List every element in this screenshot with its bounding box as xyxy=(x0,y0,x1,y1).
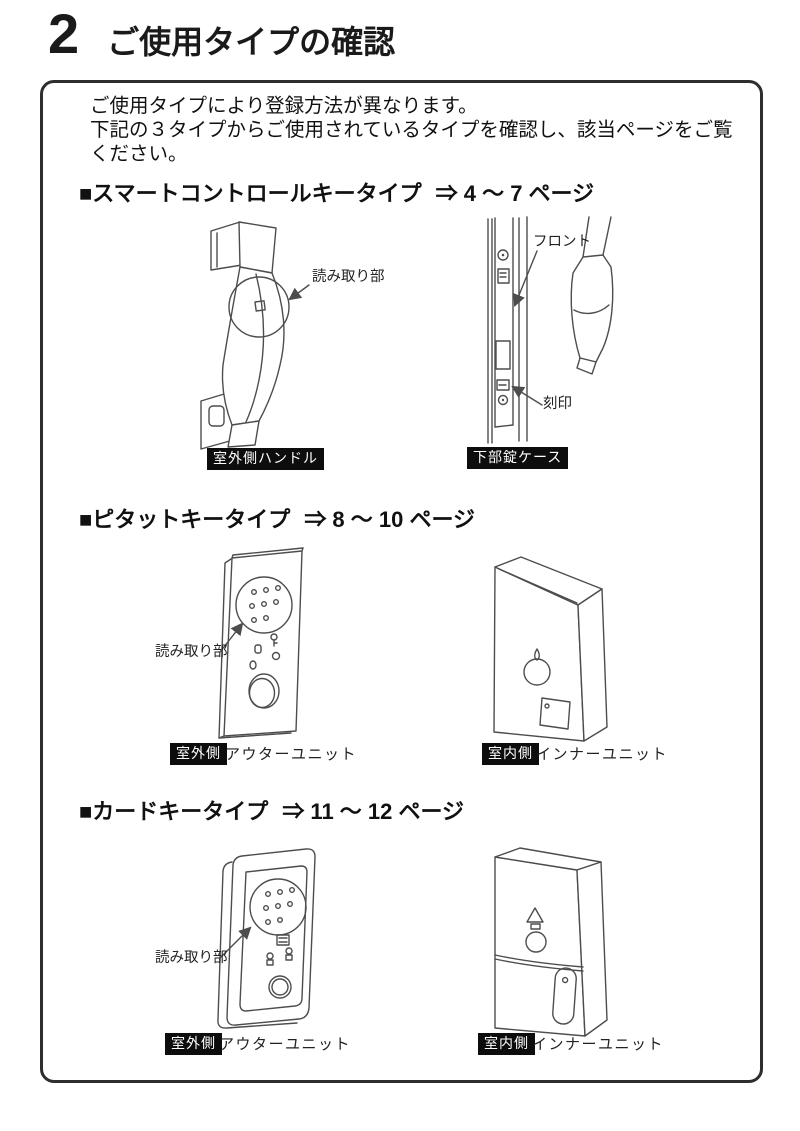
label-outdoor-side: 室外側 xyxy=(170,743,227,765)
callout-stamp: 刻印 xyxy=(543,396,572,412)
pitatto-figure-row: 読み取り部 室外側 アウターユニット 室内側 インナーユニット xyxy=(43,545,760,777)
card-outer-unit-drawing xyxy=(217,848,316,1029)
card-figure-row: 読み取り部 室外側 アウターユニット 室内側 インナーユニット xyxy=(43,840,760,1075)
label-outdoor-handle: 室外側ハンドル xyxy=(207,448,324,470)
intro-line-2: 下記の３タイプからご使用されているタイプを確認し、該当ページをご覧 xyxy=(90,119,733,141)
label-lower-lock-case: 下部錠ケース xyxy=(467,447,569,469)
label-indoor-side: 室内側 xyxy=(478,1033,535,1055)
intro-line-1: ご使用タイプにより登録方法が異なります。 xyxy=(90,95,478,117)
heading-card-pages: ⇒ 11 ～ 12 ページ xyxy=(282,799,465,824)
callout-front: フロント xyxy=(533,234,591,250)
label-outdoor-side: 室外側 xyxy=(165,1033,222,1055)
pitatto-outer-unit-drawing xyxy=(218,547,304,739)
outdoor-handle-drawing xyxy=(200,221,310,450)
square-bullet-icon: ■ xyxy=(79,507,93,532)
lower-lock-case-drawing xyxy=(487,216,614,444)
smart-control-figure-row: 読み取り部 フロント 刻印 室外側ハンドル 下部錠ケース xyxy=(43,215,760,480)
section-number: 2 xyxy=(48,2,79,65)
callout-reading-area: 読み取り部 xyxy=(155,644,228,660)
smart-control-illustration xyxy=(200,216,614,450)
content-box: ご使用タイプにより登録方法が異なります。 下記の３タイプからご使用されているタイ… xyxy=(40,80,763,1083)
label-indoor-side: 室内側 xyxy=(482,743,539,765)
label-outer-unit: アウターユニット xyxy=(225,746,358,763)
pitatto-inner-unit-drawing xyxy=(493,556,608,742)
pitatto-illustration xyxy=(218,547,608,742)
heading-smart-control-title: スマートコントロールキータイプ xyxy=(92,181,422,206)
square-bullet-icon: ■ xyxy=(79,799,93,824)
card-inner-unit-drawing xyxy=(494,847,608,1037)
callout-reading-area: 読み取り部 xyxy=(155,950,228,966)
intro-line-3: ください。 xyxy=(90,143,188,165)
label-inner-unit: インナーユニット xyxy=(536,746,669,763)
card-illustration xyxy=(217,847,608,1037)
heading-card-title: カードキータイプ xyxy=(92,799,269,824)
callout-reading-area: 読み取り部 xyxy=(312,269,385,285)
intro-text: ご使用タイプにより登録方法が異なります。 下記の３タイプからご使用されているタイ… xyxy=(90,94,733,166)
heading-card-key-type: ■カードキータイプ ⇒ 11 ～ 12 ページ xyxy=(79,794,464,826)
page-header: 2 ご使用タイプの確認 xyxy=(48,6,395,62)
heading-pitatto-key-type: ■ピタットキータイプ ⇒ 8 ～ 10 ページ xyxy=(79,502,475,534)
square-bullet-icon: ■ xyxy=(79,181,93,206)
heading-smart-control-pages: ⇒ 4 ～ 7 ページ xyxy=(435,181,595,206)
page-title: ご使用タイプの確認 xyxy=(107,24,396,60)
label-outer-unit: アウターユニット xyxy=(219,1036,352,1053)
heading-smart-control-key-type: ■スマートコントロールキータイプ ⇒ 4 ～ 7 ページ xyxy=(79,176,594,208)
heading-pitatto-pages: ⇒ 8 ～ 10 ページ xyxy=(304,507,476,532)
label-inner-unit: インナーユニット xyxy=(532,1036,665,1053)
heading-pitatto-title: ピタットキータイプ xyxy=(92,507,291,532)
